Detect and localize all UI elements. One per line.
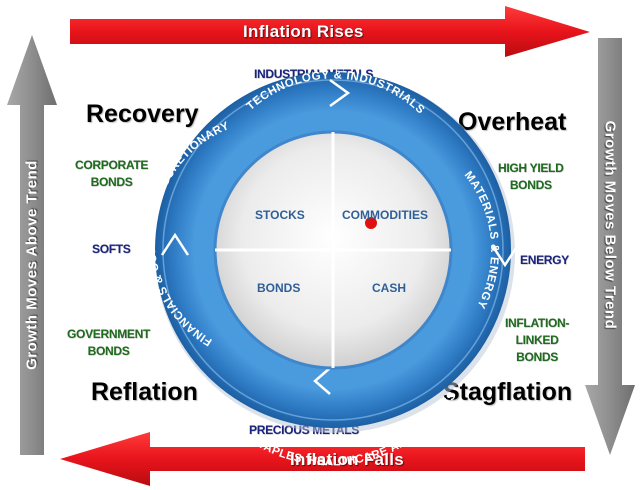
asset-government-bonds: GOVERNMENT BONDS xyxy=(67,326,150,360)
position-marker xyxy=(365,217,377,229)
asset-government-bonds-line2: BONDS xyxy=(87,344,130,358)
quadrant-cash: CASH xyxy=(372,281,407,295)
asset-inflation-linked-bonds-line1: INFLATION- xyxy=(505,316,570,330)
phase-overheat: Overheat xyxy=(458,108,567,136)
quadrant-commodities: COMMODITIES xyxy=(342,208,428,222)
asset-corporate-bonds-line1: CORPORATE xyxy=(75,158,149,172)
asset-corporate-bonds: CORPORATE BONDS xyxy=(75,157,148,191)
phase-recovery: Recovery xyxy=(86,100,199,128)
quadrant-stocks: STOCKS xyxy=(255,208,305,222)
asset-softs: SOFTS xyxy=(92,242,131,256)
asset-inflation-linked-bonds-line2: LINKED xyxy=(515,333,559,347)
phase-stagflation: Stagflation xyxy=(443,378,573,406)
asset-government-bonds-line1: GOVERNMENT xyxy=(67,327,151,341)
inflation-falls-label: Inflation Falls xyxy=(290,450,405,469)
asset-energy: ENERGY xyxy=(520,253,569,267)
asset-corporate-bonds-line2: BONDS xyxy=(90,175,133,189)
phase-reflation: Reflation xyxy=(91,378,198,406)
asset-inflation-linked-bonds: INFLATION- LINKED BONDS xyxy=(505,315,569,366)
asset-high-yield-bonds-line2: BONDS xyxy=(509,178,552,192)
asset-high-yield-bonds: HIGH YIELD BONDS xyxy=(498,160,564,194)
asset-high-yield-bonds-line1: HIGH YIELD xyxy=(498,161,564,175)
asset-inflation-linked-bonds-line3: BONDS xyxy=(516,350,558,364)
quadrant-bonds: BONDS xyxy=(257,281,301,295)
inflation-rises-label: Inflation Rises xyxy=(243,22,364,41)
